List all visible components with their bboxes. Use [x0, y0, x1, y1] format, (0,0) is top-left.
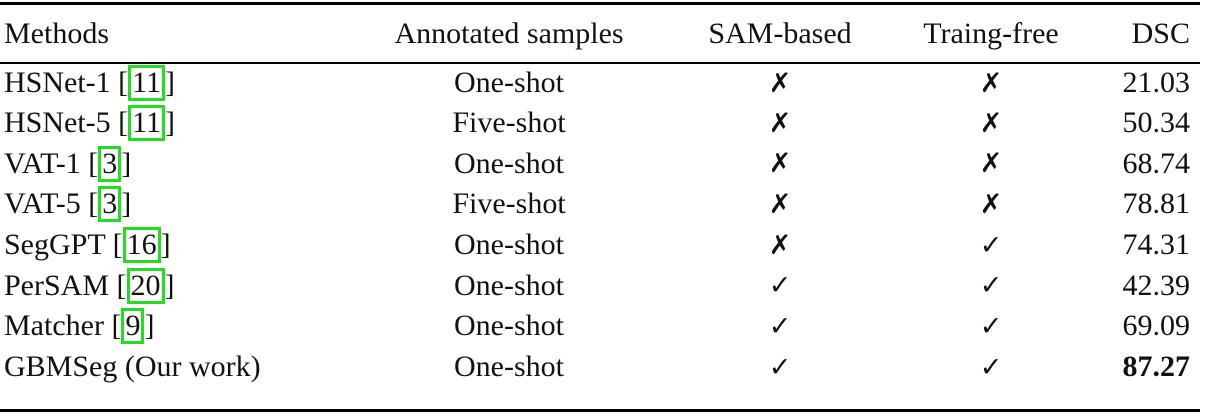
method-name: SegGPT [4, 228, 106, 262]
table-row: HSNet-5 [11] Five-shot ✗ ✗ 50.34 [0, 103, 1200, 144]
dsc-value: 21.03 [1122, 66, 1191, 100]
method-cell: HSNet-5 [11] [4, 105, 176, 142]
cross-icon: ✗ [768, 67, 792, 99]
method-cell: SegGPT [16] [4, 227, 171, 264]
method-cell: Matcher [9] [4, 308, 155, 345]
method-name: HSNet-5 [4, 106, 111, 140]
citation-link[interactable]: 3 [98, 186, 122, 223]
annotated-cell: Five-shot [452, 187, 566, 221]
method-cell: PerSAM [20] [4, 267, 175, 304]
citation-link[interactable]: 11 [128, 105, 166, 142]
comparison-table: Methods Annotated samples SAM-based Trai… [0, 5, 1200, 388]
cross-icon: ✗ [979, 148, 1003, 180]
annotated-cell: One-shot [454, 309, 564, 343]
cross-icon: ✗ [768, 107, 792, 139]
annotated-cell: One-shot [454, 228, 564, 262]
check-icon: ✓ [979, 351, 1003, 383]
method-name: VAT-1 [4, 146, 81, 180]
header-dsc: DSC [1131, 16, 1190, 50]
dsc-value: 68.74 [1122, 146, 1191, 180]
dsc-value: 78.81 [1122, 187, 1191, 221]
dsc-value-best: 87.27 [1122, 350, 1191, 384]
table-row: VAT-1 [3] One-shot ✗ ✗ 68.74 [0, 143, 1200, 184]
citation-link[interactable]: 9 [121, 308, 145, 345]
citation-link[interactable]: 11 [128, 65, 166, 102]
cross-icon: ✗ [979, 107, 1003, 139]
check-icon: ✓ [768, 270, 792, 302]
method-cell: VAT-1 [3] [4, 145, 132, 182]
method-name: VAT-5 [4, 187, 81, 221]
method-name: Matcher [4, 309, 104, 343]
citation-link[interactable]: 3 [98, 145, 122, 182]
method-cell: HSNet-1 [11] [4, 65, 176, 102]
check-icon: ✓ [768, 310, 792, 342]
citation-link[interactable]: 16 [122, 227, 161, 264]
annotated-cell: One-shot [454, 66, 564, 100]
check-icon: ✓ [768, 351, 792, 383]
method-name: HSNet-1 [4, 66, 111, 100]
annotated-cell: Five-shot [452, 106, 566, 140]
annotated-cell: One-shot [454, 350, 564, 384]
method-cell: VAT-5 [3] [4, 186, 132, 223]
header-methods: Methods [4, 16, 109, 50]
table-row: HSNet-1 [11] One-shot ✗ ✗ 21.03 [0, 62, 1200, 103]
table-row: Matcher [9] One-shot ✓ ✓ 69.09 [0, 306, 1200, 347]
table-row: PerSAM [20] One-shot ✓ ✓ 42.39 [0, 265, 1200, 306]
cross-icon: ✗ [768, 148, 792, 180]
method-name: GBMSeg (Our work) [4, 350, 261, 384]
annotated-cell: One-shot [454, 146, 564, 180]
cross-icon: ✗ [768, 229, 792, 261]
dsc-value: 74.31 [1122, 228, 1191, 262]
header-row: Methods Annotated samples SAM-based Trai… [0, 5, 1200, 62]
citation-link[interactable]: 20 [126, 267, 165, 304]
header-training-free: Traing-free [923, 16, 1059, 50]
header-annotated-samples: Annotated samples [394, 16, 624, 50]
cross-icon: ✗ [768, 188, 792, 220]
method-name: PerSAM [4, 268, 110, 302]
cross-icon: ✗ [979, 188, 1003, 220]
table-row-ours: GBMSeg (Our work) One-shot ✓ ✓ 87.27 [0, 347, 1200, 388]
top-rule [0, 2, 1200, 5]
bottom-rule [0, 409, 1200, 412]
annotated-cell: One-shot [454, 268, 564, 302]
check-icon: ✓ [979, 229, 1003, 261]
dsc-value: 69.09 [1122, 309, 1191, 343]
table-row: VAT-5 [3] Five-shot ✗ ✗ 78.81 [0, 184, 1200, 225]
check-icon: ✓ [979, 310, 1003, 342]
check-icon: ✓ [979, 270, 1003, 302]
cross-icon: ✗ [979, 67, 1003, 99]
dsc-value: 42.39 [1122, 268, 1191, 302]
table-row: SegGPT [16] One-shot ✗ ✓ 74.31 [0, 225, 1200, 266]
dsc-value: 50.34 [1122, 106, 1191, 140]
header-sam-based: SAM-based [708, 16, 852, 50]
header-rule [0, 62, 1200, 64]
